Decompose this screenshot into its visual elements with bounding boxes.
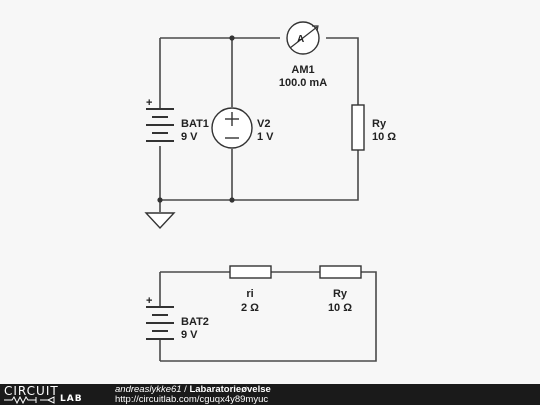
ammeter-symbol: A	[297, 34, 304, 45]
author-link[interactable]: andreaslykke61	[115, 384, 182, 395]
bat1-plus-sign: +	[146, 97, 152, 109]
voltage-source-v2[interactable]	[211, 107, 253, 149]
resistor-ri[interactable]	[229, 265, 272, 279]
wire-c2-right-bottom	[160, 271, 377, 362]
logo-bottom-text: LAB	[60, 394, 83, 404]
ri-name: ri	[246, 288, 253, 300]
ry2-value: 10 Ω	[328, 302, 352, 314]
circuit-2: + BAT2 9 V ri 2 Ω Ry 10 Ω	[146, 265, 377, 362]
ry2-name: Ry	[333, 288, 348, 300]
bat1-value: 9 V	[181, 131, 198, 143]
logo-wave-icon	[4, 396, 55, 404]
schematic-canvas: + BAT1 9 V V2 1 V A AM1 100.0 mA R	[144, 21, 396, 362]
resistor-ry-2[interactable]	[319, 265, 362, 279]
v2-name: V2	[257, 118, 270, 130]
bat2-name: BAT2	[181, 316, 209, 328]
wire-bottom	[160, 150, 359, 201]
ry1-name: Ry	[372, 118, 387, 130]
wire-top-right	[326, 37, 359, 105]
circuitlab-logo[interactable]: CIRCUIT LAB	[4, 384, 108, 405]
bat2-value: 9 V	[181, 329, 198, 341]
circuit-title[interactable]: Labaratorieøvelse	[189, 384, 271, 395]
bat1-name: BAT1	[181, 118, 209, 130]
am1-value: 100.0 mA	[279, 77, 327, 89]
am1-name: AM1	[291, 64, 314, 76]
junction-dot	[157, 197, 163, 203]
junction-dot	[229, 35, 235, 41]
resistor-ry-1[interactable]	[351, 104, 365, 151]
junction-dot	[229, 197, 235, 203]
circuit-info: andreaslykke61 / Labaratorieøvelse http:…	[115, 385, 271, 405]
v2-value: 1 V	[257, 131, 274, 143]
ry1-value: 10 Ω	[372, 131, 396, 143]
battery-bat2[interactable]: +	[146, 295, 174, 340]
ground-symbol[interactable]	[144, 212, 176, 230]
logo-top-text: CIRCUIT	[4, 384, 59, 398]
footer-bar: CIRCUIT LAB andreaslykke61 / Labaratorie…	[0, 384, 540, 405]
ammeter-am1[interactable]: A	[286, 21, 320, 55]
circuit-1: + BAT1 9 V V2 1 V A AM1 100.0 mA R	[144, 21, 396, 230]
path-separator: /	[181, 384, 190, 395]
battery-bat1[interactable]: +	[146, 97, 174, 142]
bat2-plus-sign: +	[146, 295, 152, 307]
ri-value: 2 Ω	[241, 302, 259, 314]
circuit-url[interactable]: http://circuitlab.com/cguqx4y89myuc	[115, 394, 269, 405]
